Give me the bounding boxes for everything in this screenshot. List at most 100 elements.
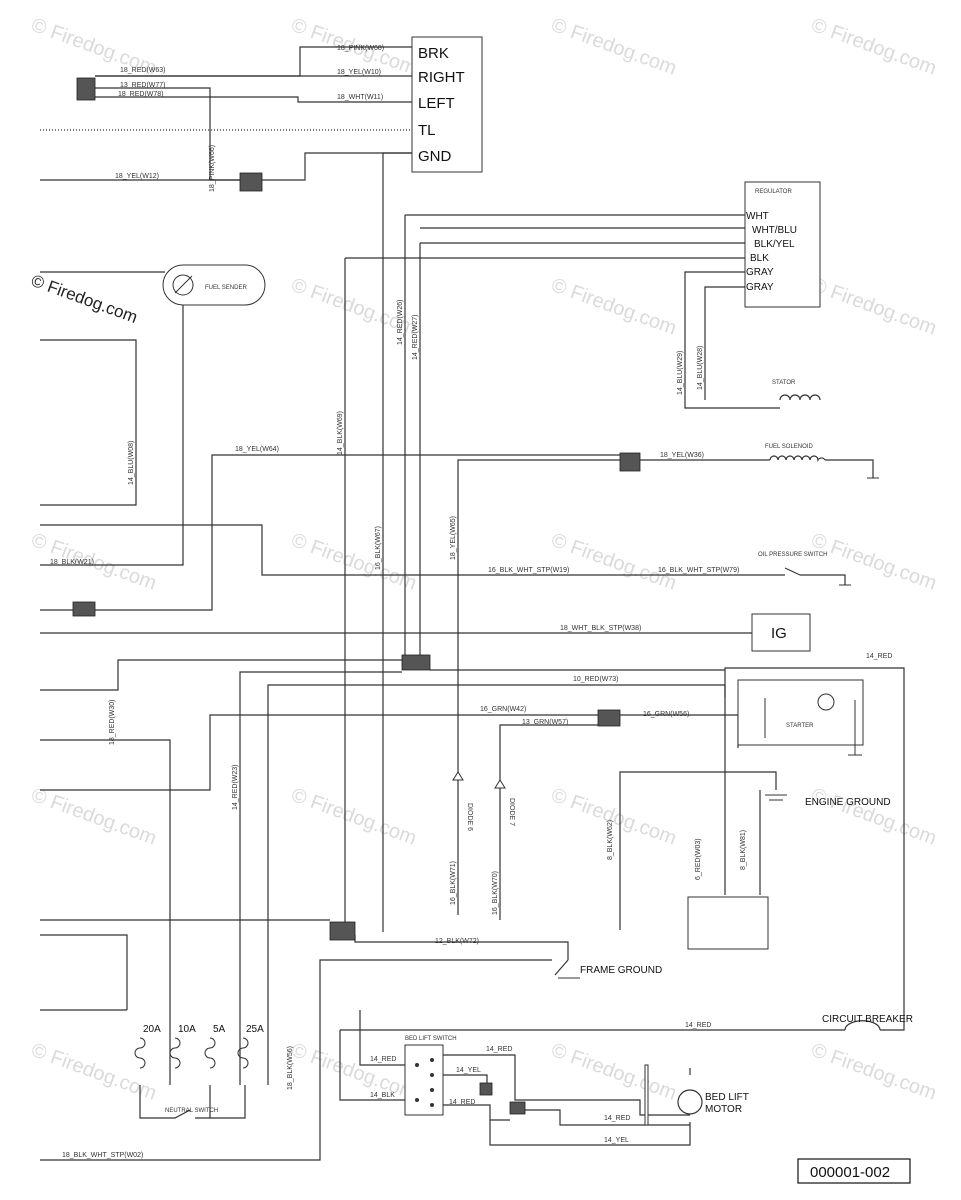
part-number-box: 000001-002 bbox=[797, 1158, 911, 1184]
wire-label-w08: 14_BLU(W08) bbox=[128, 441, 135, 485]
wire-label-w64: 18_YEL(W64) bbox=[235, 446, 279, 453]
connector-grn bbox=[597, 709, 621, 727]
watermark: © Firedog.com bbox=[28, 784, 159, 850]
bed-lift-switch: BED LIFT SWITCH bbox=[404, 1036, 457, 1116]
fuse-25a-label: 25A bbox=[246, 1024, 264, 1035]
wire-label-w12: 18_YEL(W12) bbox=[115, 173, 159, 180]
regulator-wht-blu: WHT/BLU bbox=[752, 225, 797, 236]
wire-label-w70: 16_BLK(W70) bbox=[492, 871, 499, 915]
wire-w02 bbox=[40, 959, 552, 1161]
regulator-blk-yel: BLK/YEL bbox=[754, 239, 795, 250]
regulator-blk: BLK bbox=[750, 253, 769, 264]
wire-label-w11: 18_WHT(W11) bbox=[337, 94, 383, 101]
regulator-wht: WHT bbox=[746, 211, 769, 222]
fuel-sender-label: FUEL SENDER bbox=[205, 285, 247, 291]
starter-label: STARTER bbox=[786, 723, 814, 729]
bed-lift-motor: BED LIFT MOTOR bbox=[644, 1064, 749, 1126]
connectors bbox=[72, 77, 641, 1115]
watermark: © Firedog.com bbox=[548, 529, 679, 595]
wire-bl-red-a bbox=[359, 1010, 405, 1066]
diode-7-label: DIODE 7 bbox=[508, 798, 515, 826]
harness-right: RIGHT bbox=[418, 69, 465, 86]
wire-layer bbox=[40, 46, 905, 1161]
wire-w08 bbox=[40, 339, 137, 506]
wire-sender-ret bbox=[40, 300, 184, 566]
connector-fuel bbox=[619, 452, 641, 472]
wire-label-cb: 14_RED bbox=[685, 1022, 711, 1029]
wire-label-w62: 8_BLK(W62) bbox=[607, 820, 614, 860]
harness-connector: BRK RIGHT LEFT TL GND bbox=[411, 36, 483, 173]
wire-bl-red-c bbox=[443, 1104, 510, 1121]
diode-7: DIODE 7 bbox=[494, 779, 515, 826]
engine-ground: ENGINE GROUND bbox=[765, 794, 891, 808]
wire-label-bl-red-c: 14_RED bbox=[449, 1099, 475, 1106]
wire-label-w67: 16_BLK(W67) bbox=[375, 526, 382, 570]
wire-w77 bbox=[95, 87, 240, 181]
fuse-10a-label: 10A bbox=[178, 1024, 196, 1035]
wire-label-14red: 14_RED bbox=[866, 653, 892, 660]
fuel-solenoid-label: FUEL SOLENOID bbox=[765, 444, 813, 450]
wire-label-w23: 14_RED(W23) bbox=[232, 764, 239, 810]
watermark: © Firedog.com bbox=[288, 529, 419, 595]
wire-label-w68: 18_PINK(W68) bbox=[337, 45, 384, 52]
wire-label-w27: 14_RED(W27) bbox=[412, 314, 419, 360]
wire-w29 bbox=[684, 271, 780, 409]
wire-label-w72: 12_BLK(W72) bbox=[435, 938, 479, 945]
wire-label-w73: 10_RED(W73) bbox=[573, 676, 619, 683]
watermark: © Firedog.com bbox=[548, 14, 679, 80]
wire-label-w57: 13_GRN(W57) bbox=[522, 719, 568, 726]
wire-label-w26: 14_RED(W26) bbox=[397, 299, 404, 345]
wire-label-w03: 6_RED(W03) bbox=[695, 838, 702, 880]
frame-ground: FRAME GROUND bbox=[558, 965, 662, 979]
wire-label-w02: 18_BLK_WHT_STP(W02) bbox=[62, 1152, 143, 1159]
harness-left: LEFT bbox=[418, 95, 455, 112]
wire-label-w77: 13_RED(W77) bbox=[120, 82, 166, 89]
circuit-breaker: CIRCUIT BREAKER bbox=[822, 1014, 913, 1031]
fuel-sender: FUEL SENDER bbox=[162, 264, 266, 306]
wire-motor-red bbox=[525, 1109, 690, 1126]
wire-lower-left bbox=[40, 934, 128, 1010]
diode-6: DIODE 6 bbox=[452, 771, 473, 831]
wire-label-w79: 16_BLK_WHT_STP(W79) bbox=[658, 567, 739, 574]
wire-label-motor-red: 14_RED bbox=[604, 1115, 630, 1122]
oil-pressure-switch-label: OIL PRESSURE SWITCH bbox=[758, 552, 827, 558]
wire-w62 bbox=[619, 771, 777, 930]
frame-ground-label: FRAME GROUND bbox=[580, 965, 662, 976]
harness-gnd: GND bbox=[418, 148, 452, 165]
stator-label: STATOR bbox=[772, 380, 796, 386]
harness-tl: TL bbox=[418, 122, 436, 139]
neutral-switch-label: NEUTRAL SWITCH bbox=[165, 1108, 218, 1114]
watermark: © Firedog.com bbox=[288, 1039, 419, 1105]
bed-lift-motor-line-1: BED LIFT bbox=[705, 1092, 749, 1103]
wire-label-bl-red-b: 14_RED bbox=[486, 1046, 512, 1053]
fuse-block: 20A 10A 5A 25A NEUTRAL SWITCH bbox=[134, 1024, 264, 1114]
watermark: © Firedog.com bbox=[808, 14, 939, 80]
watermark: © Firedog.com bbox=[808, 529, 939, 595]
wire-label-w19: 16_BLK_WHT_STP(W19) bbox=[488, 567, 569, 574]
wire-label-w81: 8_BLK(W81) bbox=[740, 830, 747, 870]
wire-label-motor-yel: 14_YEL bbox=[604, 1137, 629, 1144]
harness-brk: BRK bbox=[418, 45, 449, 62]
wire-labels: 18_PINK(W68) 18_RED(W63) 18_YEL(W10) 13_… bbox=[50, 45, 892, 1159]
wire-label-w66: 18_PINK(W66) bbox=[209, 145, 216, 192]
connector-w64 bbox=[72, 601, 96, 617]
watermark: © Firedog.com bbox=[808, 784, 939, 850]
ignition-box: IG bbox=[751, 613, 811, 652]
connector-middle bbox=[401, 654, 431, 671]
wire-w65 bbox=[457, 459, 620, 915]
connector-lower bbox=[329, 921, 356, 941]
wire-w57 bbox=[499, 724, 598, 920]
diode-6-label: DIODE 6 bbox=[466, 803, 473, 831]
circuit-breaker-label: CIRCUIT BREAKER bbox=[822, 1014, 913, 1025]
copyright-mark: © Firedog.com bbox=[29, 271, 140, 327]
wire-label-w65: 18_YEL(W65) bbox=[450, 516, 457, 560]
regulator-gray-2: GRAY bbox=[746, 282, 774, 293]
watermark: © Firedog.com bbox=[808, 274, 939, 340]
wire-label-w63: 18_RED(W63) bbox=[120, 67, 166, 74]
wire-w28 bbox=[704, 286, 745, 400]
wire-motor-yel bbox=[489, 1120, 691, 1146]
wire-label-bl-blk: 14_BLK bbox=[370, 1092, 395, 1099]
connector-bl-2 bbox=[509, 1101, 526, 1115]
watermark: © Firedog.com bbox=[288, 784, 419, 850]
fuse-20a-label: 20A bbox=[143, 1024, 161, 1035]
